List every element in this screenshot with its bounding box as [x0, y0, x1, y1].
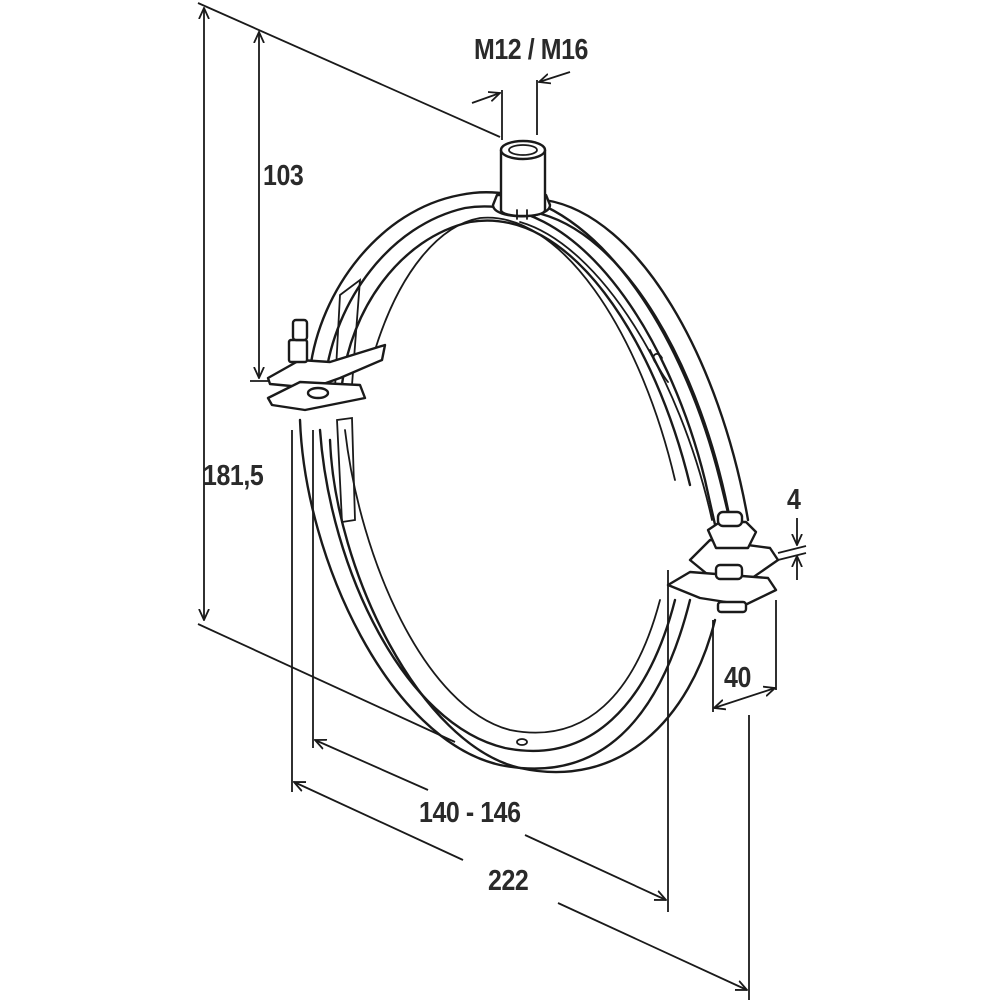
label-band-width: 40 — [724, 662, 751, 694]
right-flange — [666, 510, 780, 614]
dimension-total-height — [197, 2, 501, 743]
dimension-band-width — [713, 600, 776, 712]
dimension-band-thickness — [777, 518, 807, 580]
label-pipe-diameter: 140 - 146 — [419, 797, 521, 829]
label-thread-size: M12 / M16 — [474, 34, 588, 66]
dimension-pipe-diameter — [312, 430, 669, 912]
threaded-socket — [491, 139, 552, 220]
dimension-thread — [471, 71, 571, 140]
dimension-overall-width — [291, 430, 750, 1000]
clamp-band — [298, 191, 750, 774]
label-band-thickness: 4 — [787, 484, 801, 516]
label-overall-width: 222 — [488, 865, 529, 897]
left-flange — [266, 318, 387, 412]
dimension-socket-height — [250, 32, 270, 382]
label-socket-height: 103 — [263, 160, 304, 192]
label-total-height: 181,5 — [203, 460, 264, 492]
